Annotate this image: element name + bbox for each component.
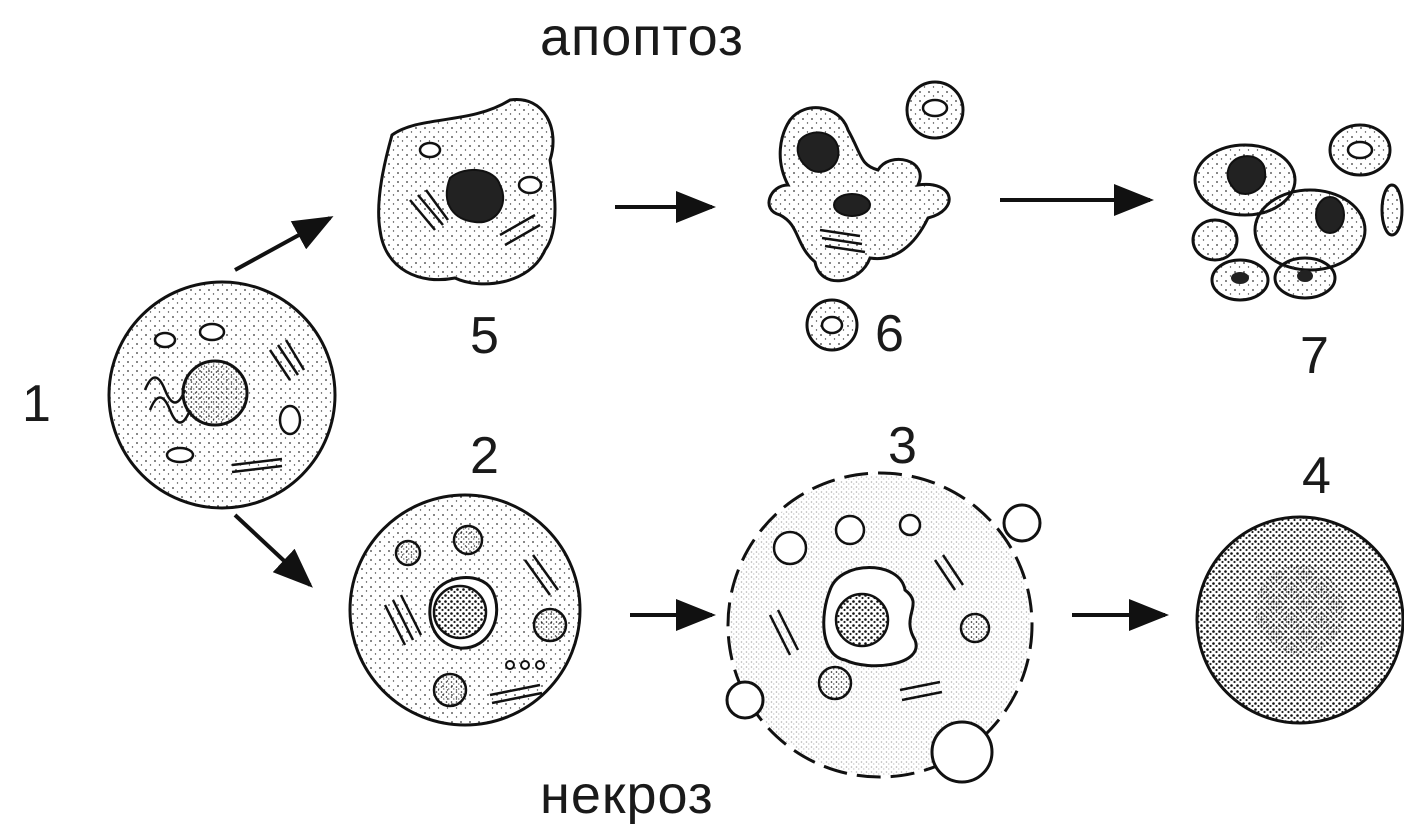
title-apoptosis: апоптоз — [540, 10, 744, 64]
title-necrosis: некроз — [540, 768, 714, 822]
cell-1-normal — [109, 282, 335, 508]
cell-7-apoptotic-bodies — [1193, 125, 1402, 300]
stage-label-7: 7 — [1300, 330, 1329, 382]
arrows — [235, 200, 1165, 615]
stage-label-4: 4 — [1302, 450, 1331, 502]
cell-4-necrotic — [1197, 517, 1403, 723]
cell-5-shrinking — [379, 100, 555, 284]
stage-label-2: 2 — [470, 430, 499, 482]
cell-6-blebbing — [769, 82, 963, 350]
stage-label-1: 1 — [22, 378, 51, 430]
cell-2-swelling — [350, 495, 580, 725]
stage-label-6: 6 — [875, 308, 904, 360]
cell-3-ruptured — [727, 473, 1040, 782]
arrow-1-to-5 — [235, 218, 330, 270]
stage-label-5: 5 — [470, 310, 499, 362]
arrow-1-to-2 — [235, 515, 310, 585]
stage-label-3: 3 — [888, 420, 917, 472]
